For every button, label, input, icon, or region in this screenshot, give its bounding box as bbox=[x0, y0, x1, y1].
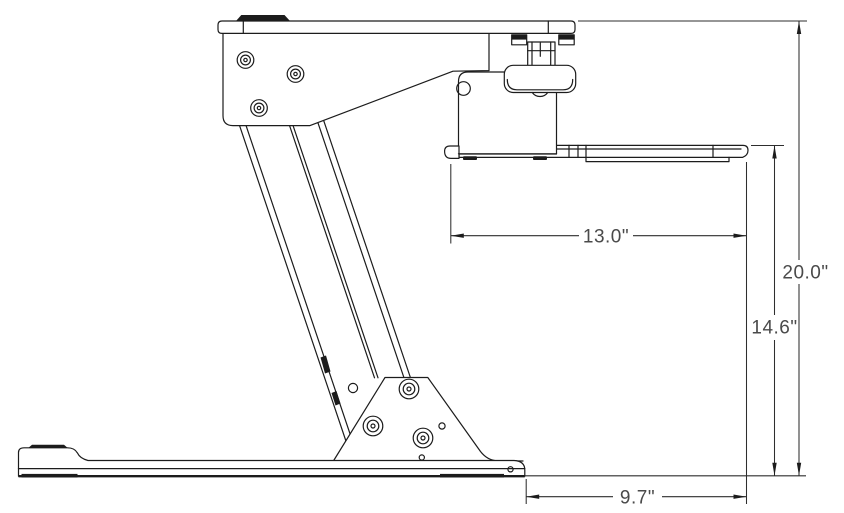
tray-bracket bbox=[444, 145, 558, 160]
base-pad bbox=[440, 473, 504, 478]
dimension-overall-height: 20.0" bbox=[782, 21, 828, 476]
arm-label-mark bbox=[320, 355, 331, 374]
arm-hole bbox=[347, 382, 359, 394]
dimensions: 13.0" 20.0" 14.6" 9.7" bbox=[450, 20, 828, 509]
base-pad bbox=[21, 473, 78, 478]
dimension-label-base-offset: 9.7" bbox=[620, 488, 655, 509]
bracket-screw bbox=[286, 65, 305, 83]
tray-lip bbox=[585, 156, 730, 163]
dimension-tray-height: 14.6" bbox=[751, 145, 797, 476]
worksurface-platform bbox=[217, 15, 576, 35]
gusset-screw bbox=[362, 415, 384, 437]
release-handle bbox=[503, 64, 577, 94]
bracket-screw bbox=[250, 99, 268, 117]
dimension-label-overall-height: 20.0" bbox=[782, 263, 828, 284]
gusset-screw bbox=[412, 427, 434, 449]
base-gusset bbox=[332, 376, 524, 462]
dimension-label-tray-height: 14.6" bbox=[751, 318, 797, 339]
support-arm bbox=[236, 117, 412, 460]
dimension-base-offset: 9.7" bbox=[526, 488, 747, 509]
carriage-hole bbox=[456, 81, 471, 96]
tray-foot-pad bbox=[463, 156, 477, 160]
base-rail bbox=[17, 444, 526, 478]
gusset-screw bbox=[398, 378, 420, 400]
tray-foot-pad bbox=[533, 156, 547, 160]
base-screw bbox=[507, 466, 514, 473]
gusset-hole bbox=[438, 422, 446, 430]
dimension-label-tray-width: 13.0" bbox=[583, 227, 629, 248]
foot-pad bbox=[28, 444, 68, 448]
platform-pad bbox=[236, 15, 290, 21]
dimension-tray-width: 13.0" bbox=[450, 227, 747, 248]
tray-left-tab bbox=[444, 145, 460, 159]
clamp-assembly bbox=[503, 34, 577, 98]
mounting-bracket bbox=[222, 32, 490, 127]
arm-label-mark bbox=[331, 391, 341, 406]
handle-screw-bump bbox=[531, 91, 549, 98]
bracket-screw bbox=[236, 51, 255, 69]
